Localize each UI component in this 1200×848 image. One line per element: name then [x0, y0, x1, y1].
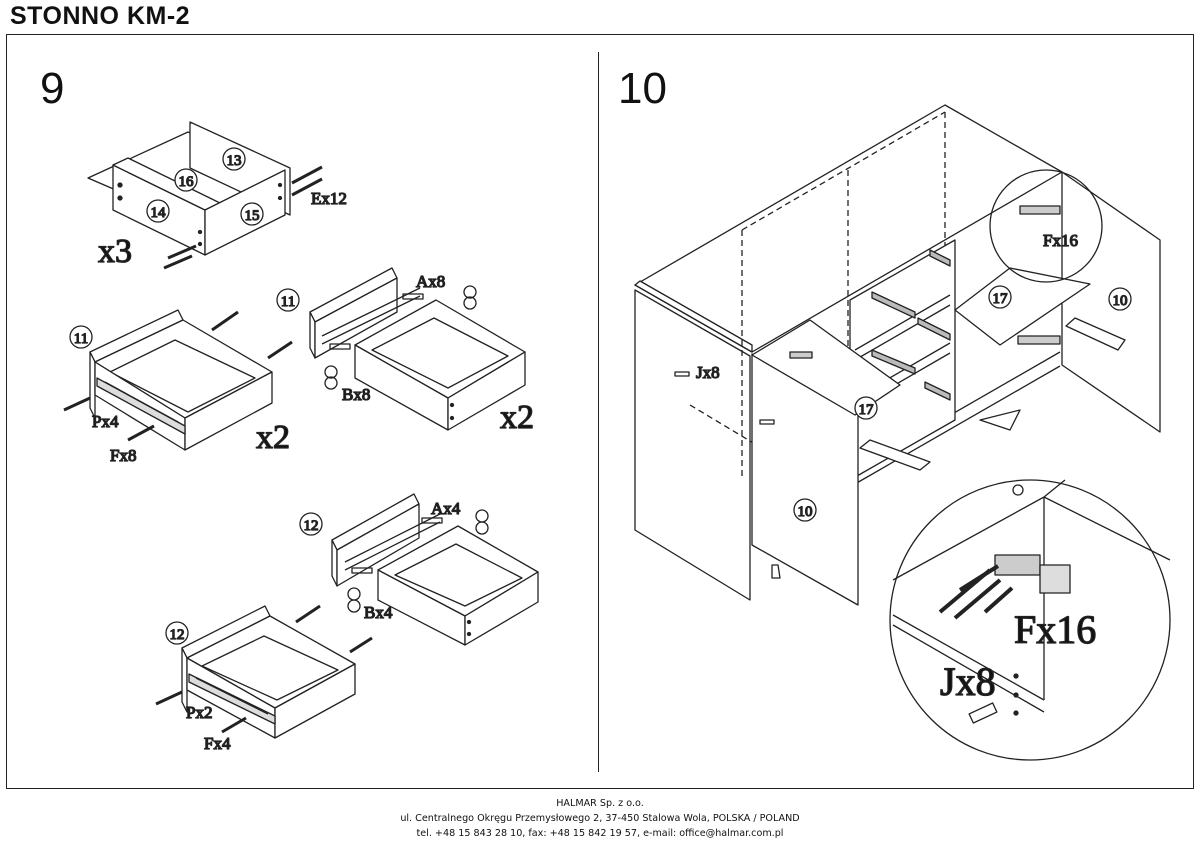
drawer-b-front-exploded: [331, 493, 539, 646]
drawer-a-px4-label: Px4: [92, 412, 119, 431]
document-title: STONNO KM-2: [10, 2, 191, 30]
footer-contact: HALMAR Sp. z o.o. ul. Centralnego Okręgu…: [0, 796, 1200, 841]
drawer-b-fx4-label: Fx4: [204, 734, 231, 753]
dowels-jx8-label: Jx8: [696, 363, 720, 382]
detail-fx16-label: Fx16: [1014, 607, 1096, 652]
part-10-left-label: 10: [798, 504, 813, 520]
cabinet-body: [634, 104, 1161, 606]
footer-contact-line: tel. +48 15 843 28 10, fax: +48 15 842 1…: [416, 828, 784, 839]
drawer-a-front-exploded: [309, 267, 526, 431]
instruction-frame: [6, 34, 1194, 789]
detail-jx8-label: Jx8: [940, 659, 996, 704]
drawer-a-part-11-label: 11: [74, 331, 88, 347]
drawer-a-right-part-11-label: 11: [281, 294, 295, 310]
part-17-right-label: 17: [993, 291, 1009, 307]
drawer-b-assembled: [155, 604, 373, 739]
drawer-a-assembled: [63, 309, 293, 451]
hinge-detail-view: [889, 479, 1171, 761]
detail-magnifier-small: [989, 169, 1103, 283]
drawer-a-ax8-label: Ax8: [416, 272, 445, 291]
step-divider: [598, 52, 599, 772]
part-10-right-label: 10: [1113, 293, 1128, 309]
part-17-left-label: 17: [859, 402, 875, 418]
drawer-part-labels: 13 16 14 15: [146, 147, 264, 226]
drawer-b-part-12-label: 12: [170, 627, 185, 643]
drawer-a-right-multiplier: x2: [500, 399, 534, 436]
step-number-9: 9: [40, 64, 65, 113]
footer-company: HALMAR Sp. z o.o.: [556, 798, 644, 809]
part-14-label: 14: [151, 205, 167, 221]
drawer-a-multiplier: x2: [256, 419, 290, 456]
drawer-b-px2-label: Px2: [186, 703, 212, 722]
part-13-label: 13: [227, 153, 242, 169]
drawer-b-bx4-label: Bx4: [364, 603, 393, 622]
drawer-a-fx8-label: Fx8: [110, 446, 136, 465]
part-16-label: 16: [179, 174, 195, 190]
hinges-fx16-label: Fx16: [1043, 231, 1078, 250]
drawer-a-bx8-label: Bx8: [342, 385, 370, 404]
screw-ex12-label: Ex12: [311, 189, 347, 208]
multiplier-x3: x3: [98, 233, 132, 270]
drawer-b-right-part-12-label: 12: [304, 518, 319, 534]
footer-address: ul. Centralnego Okręgu Przemysłowego 2, …: [400, 813, 800, 824]
part-15-label: 15: [245, 208, 260, 224]
step-number-10: 10: [618, 64, 667, 113]
drawer-b-ax4-label: Ax4: [431, 499, 461, 518]
